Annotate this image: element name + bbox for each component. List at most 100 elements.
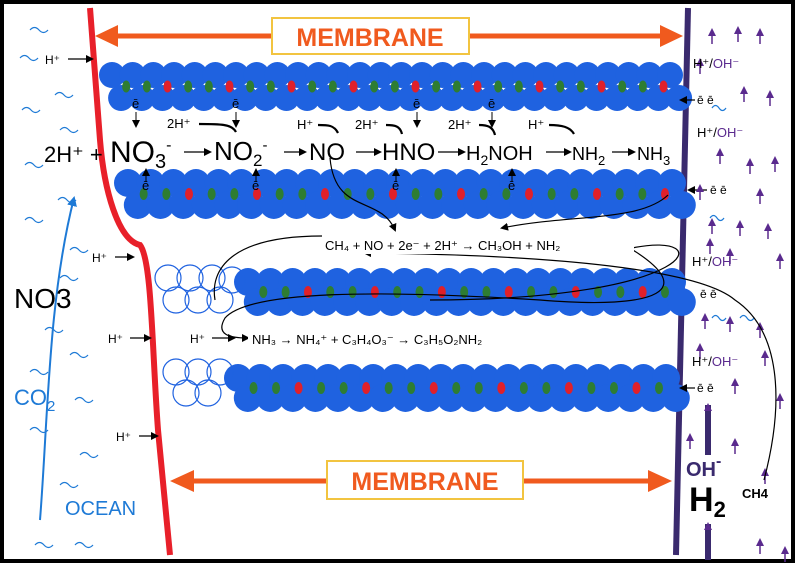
svg-text:ē: ē (142, 178, 149, 193)
wave-mark (69, 351, 89, 359)
bead-marker (597, 80, 606, 93)
bead-marker (298, 188, 307, 200)
membrane-bottom-label-box (326, 460, 524, 500)
bead-marker (460, 286, 469, 298)
bead-marker (437, 286, 446, 298)
bead-marker (163, 80, 172, 93)
bead-marker (225, 80, 234, 93)
svg-text:HNO: HNO (382, 139, 435, 166)
bead-marker (308, 80, 317, 93)
svg-text:H⁺/OH⁻: H⁺/OH⁻ (697, 125, 743, 140)
eq3-backdrop (248, 330, 548, 348)
bead-marker (514, 80, 523, 93)
bead-marker (570, 188, 579, 200)
ocean-flow-arrow (39, 196, 77, 521)
bead-marker (362, 382, 371, 394)
wave-mark (29, 26, 49, 34)
bead-marker (576, 80, 585, 93)
wave-mark (739, 314, 755, 322)
svg-text:2H⁺: 2H⁺ (448, 117, 471, 132)
wave-mark (19, 54, 39, 62)
svg-text:H⁺: H⁺ (528, 117, 544, 132)
wave-mark (79, 451, 99, 459)
membrane-bottom-arrowhead-right (648, 470, 672, 492)
svg-text:ē: ē (413, 96, 420, 111)
bead-marker (457, 188, 465, 200)
membrane-top-label: MEMBRANE (296, 24, 443, 52)
bead-marker (594, 286, 603, 298)
wave-mark (59, 126, 79, 134)
bead-marker (253, 188, 261, 200)
bead-marker (287, 80, 296, 93)
svg-text:ē ē: ē ē (710, 183, 727, 197)
bead-marker (184, 80, 193, 93)
wave-mark (74, 541, 94, 549)
bead-marker (593, 188, 601, 200)
bead-marker (246, 80, 255, 93)
bead-marker (502, 188, 511, 200)
bead-marker (389, 188, 397, 200)
svg-text:H⁺/OH⁻: H⁺/OH⁻ (693, 56, 739, 71)
bead-marker (452, 382, 461, 394)
bead-marker (587, 382, 596, 394)
svg-text:H⁺: H⁺ (190, 332, 205, 346)
bead-marker (556, 80, 565, 93)
bead-marker (384, 382, 393, 394)
bead-marker (393, 286, 402, 298)
membrane-top-label-box (271, 17, 470, 55)
bead-marker (564, 382, 573, 394)
bead-marker (616, 286, 625, 298)
oh-big-label: OH- (686, 453, 721, 481)
bead-marker (479, 188, 488, 200)
bead-marker (638, 286, 647, 298)
bead (667, 191, 696, 219)
wave-mark (54, 91, 74, 99)
bead-marker (321, 188, 329, 200)
bead-marker (185, 188, 193, 200)
bead-marker (504, 286, 513, 298)
pore-circles (154, 264, 246, 407)
right-waves (709, 104, 755, 322)
bead-marker (294, 382, 303, 394)
bead-marker (348, 286, 357, 298)
bead-marker (542, 382, 551, 394)
bead-marker (659, 80, 668, 93)
bead-marker (432, 80, 441, 93)
bead-marker (571, 286, 580, 298)
membrane-top-arrowhead-right (660, 25, 683, 47)
nh2-return-curve (221, 246, 665, 342)
svg-text:NH2: NH2 (572, 144, 605, 168)
wave-mark (34, 541, 54, 549)
svg-text:H⁺: H⁺ (108, 332, 123, 346)
bead-marker (339, 382, 348, 394)
co2-label: CO2 (14, 385, 55, 415)
bead-marker (142, 80, 151, 93)
bead-marker (452, 80, 461, 93)
membrane-bottom-arrowhead-left (170, 470, 194, 492)
bead-marker (303, 286, 312, 298)
wave-mark (24, 216, 44, 224)
svg-text:NO: NO (309, 139, 345, 166)
ammonium-equation: NH₃ → NH₄⁺ + C₃H₄O₃⁻ → C₃H₅O₂NH₂ (252, 332, 482, 347)
bead-marker (638, 188, 647, 200)
bead-marker (207, 188, 216, 200)
bead-marker (434, 188, 443, 200)
svg-text:ē: ē (392, 178, 399, 193)
svg-text:H⁺/OH⁻: H⁺/OH⁻ (692, 254, 738, 269)
nitrate-reduction-equation: 2H⁺ + NO3- NO2- NO HNO H2NOH NH2 NH3 2H⁺… (44, 116, 670, 173)
bead-marker (661, 286, 669, 298)
bead-marker (527, 286, 536, 298)
svg-text:ē ē: ē ē (697, 381, 714, 395)
bead (114, 169, 142, 197)
bead (666, 85, 693, 111)
methane-oxidation-equation: CH₄ + NO + 2e⁻ + 2H⁺ → CH₃OH + NH₂ (325, 238, 560, 253)
bead-marker (618, 80, 627, 93)
bead-marker (249, 382, 258, 394)
proton-inflow-left: H⁺ H⁺ H⁺ H⁺ H⁺ (45, 53, 236, 444)
bead-marker (609, 382, 618, 394)
eq2-backdrop (322, 236, 634, 254)
electron-transfers: ē ē ē ē ē ē ē ē (132, 96, 516, 193)
electron-inflow-right: ē ē ē ē ē ē ē ē (679, 93, 727, 395)
